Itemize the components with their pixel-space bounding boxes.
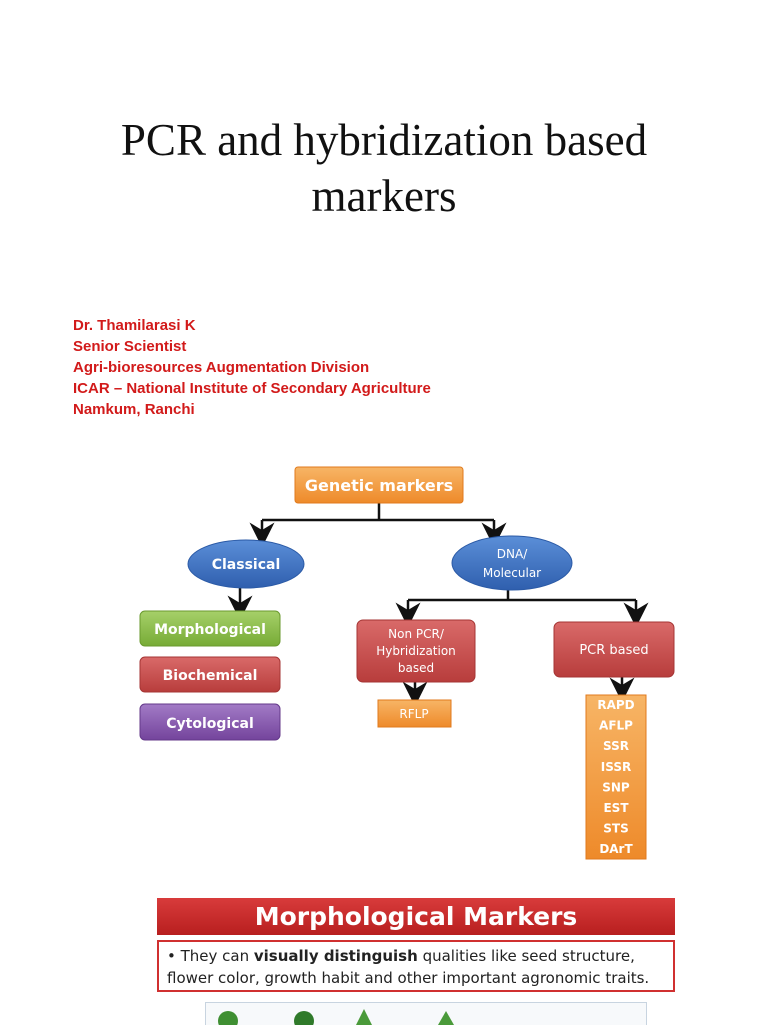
rflp-label: RFLP [399,707,428,721]
plant-thumbnails [218,1009,454,1030]
author-location: Namkum, Ranchi [73,401,195,418]
rflp-node [377,699,452,728]
genetic-markers-node [294,466,464,504]
pcr-marker-rapd: RAPD [597,698,634,712]
genetic-markers-label: Genetic markers [305,476,453,495]
plant-thumbnail-4-icon [438,1011,454,1025]
cytological-label: Cytological [166,716,254,732]
cytological-node [139,703,281,741]
author-role: Senior Scientist [73,338,187,355]
author-division: Agri-bioresources Augmentation Division [73,359,370,376]
pcr-marker-est: EST [603,801,629,815]
classical-node [187,539,305,589]
author-name: Dr. Thamilarasi K [73,317,196,334]
classical-label: Classical [212,557,281,573]
author-institute: ICAR – National Institute of Secondary A… [73,380,431,397]
morphological-markers-banner: Morphological Markers [157,898,675,935]
bullet-text-bold: visually distinguish [253,947,418,965]
non-pcr-label-3: based [398,661,434,675]
genetic-markers-diagram: Genetic markers Classical DNA/ Molecular… [139,466,675,860]
molecular-label-2: Molecular [483,566,541,580]
title-line-2: markers [311,171,457,221]
pcr-based-label: PCR based [579,643,648,658]
morphological-label: Morphological [154,622,266,638]
bullet-text-post: qualities like seed structure, flower co… [167,947,650,987]
molecular-label-1: DNA/ [497,547,528,561]
pcr-marker-dart: DArT [599,842,633,856]
pcr-marker-sts: STS [603,822,628,836]
non-pcr-label-1: Non PCR/ [388,627,445,641]
pcr-marker-issr: ISSR [601,760,631,774]
bullet-icon: • [167,947,181,965]
plant-thumbnail-2-icon [294,1011,314,1030]
page-title: PCR and hybridization based markers [0,112,768,224]
non-pcr-label-2: Hybridization [376,644,456,658]
pcr-based-node [553,621,675,678]
plant-thumbnails-strip [205,1002,647,1030]
pcr-markers-list [585,694,647,860]
bullet-box: • They can visually distinguish qualitie… [157,940,675,992]
pcr-markers-labels: RAPD AFLP SSR ISSR SNP EST STS DArT [597,698,634,856]
biochemical-label: Biochemical [163,668,258,684]
author-block: Dr. Thamilarasi K Senior Scientist Agri-… [73,315,431,420]
biochemical-node [139,656,281,693]
title-line-1: PCR and hybridization based [120,115,648,165]
molecular-node [451,535,573,591]
plant-thumbnail-1-icon [218,1011,238,1030]
pcr-marker-aflp: AFLP [599,719,633,733]
plant-thumbnail-3-icon [356,1009,372,1025]
pcr-marker-ssr: SSR [603,739,629,753]
pcr-marker-snp: SNP [602,780,630,794]
bullet-text-pre: They can [180,947,254,965]
morphological-node [139,610,281,647]
non-pcr-node [356,619,476,683]
morphological-markers-slide: Morphological Markers • They can visuall… [157,898,675,1030]
